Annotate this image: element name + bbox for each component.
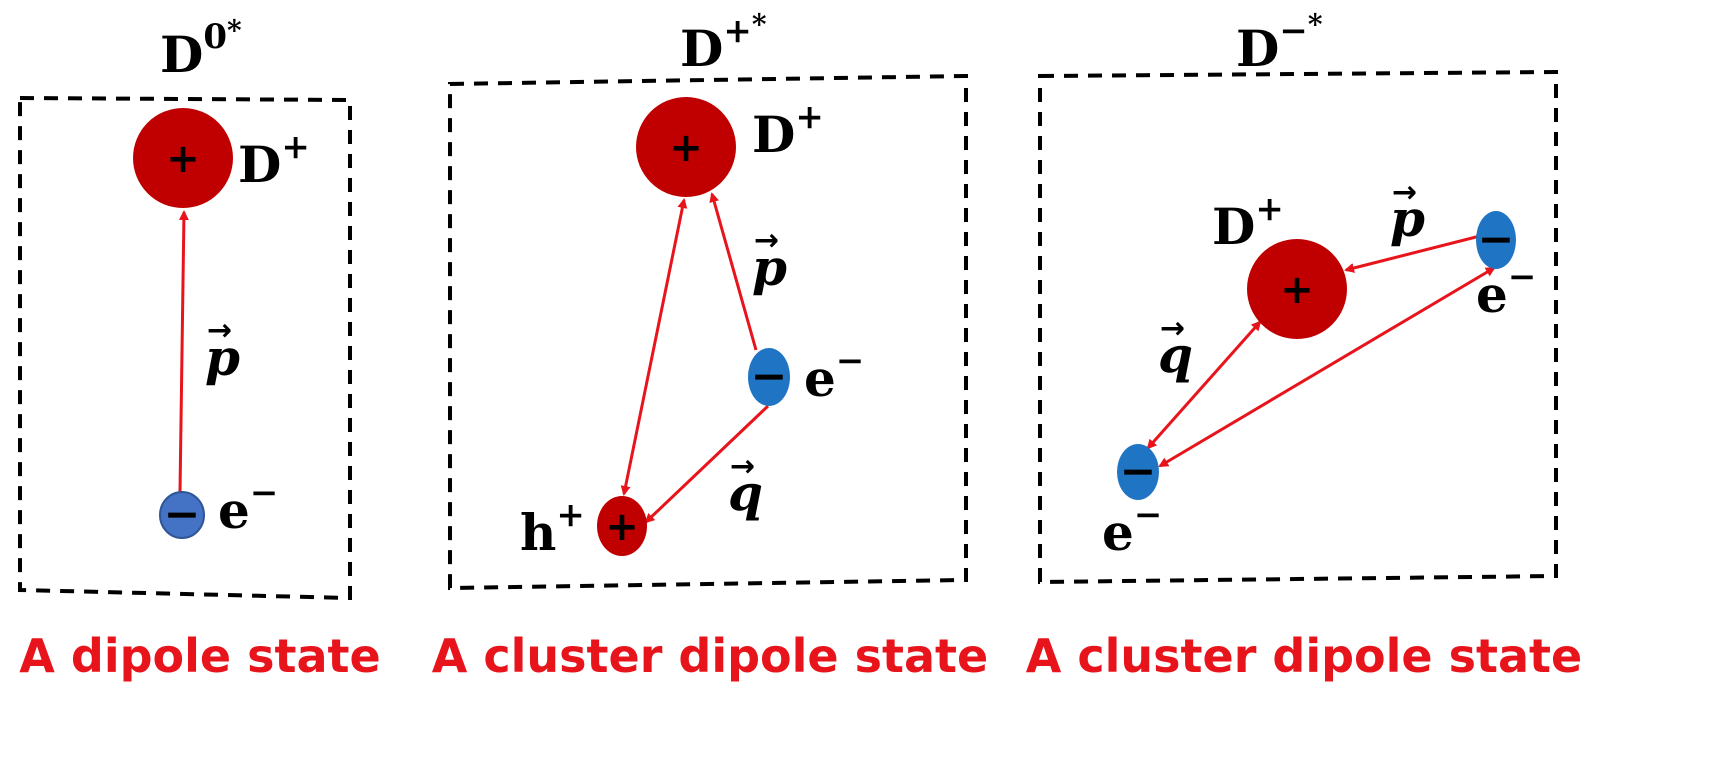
donor-label: D+ [752,97,824,164]
vector-electron-electron-arrow [1158,266,1496,468]
panel-1-title: D0* [160,14,242,84]
vector-q-label: q [728,463,763,522]
plus-sign: + [166,136,200,182]
electron [159,491,205,539]
electron-label: e− [218,473,278,540]
panel-cluster-dipole-state-negative: D−* + D+ − e− − e− p → q → A cluster dip… [1026,8,1582,683]
donor-label: D+ [1212,189,1284,256]
electron [1476,211,1516,269]
vector-p-arrow [709,192,758,351]
donor-ion [636,97,736,197]
vector-p-arrow-glyph: → [207,313,232,348]
electron-label: e− [1476,257,1536,324]
panel-dipole-state: D0* + D+ − e− p → A dipole state [18,14,381,683]
electron-label: e− [1102,495,1162,562]
panel-2-frame [448,73,968,591]
vector-p-label: p [1390,189,1425,248]
electron [1117,444,1159,500]
panel-3-caption: A cluster dipole state [1026,629,1582,683]
vector-p-label: p [205,328,240,387]
donor-ion [1247,239,1347,339]
panel-cluster-dipole-state-positive: D+* + D+ − e− + h+ p → q → A cluster dip… [432,8,988,683]
plus-sign: + [669,125,703,171]
panel-1-frame [18,95,352,601]
vector-q-arrow-glyph: → [1160,311,1185,346]
donor-ion [133,108,233,208]
minus-sign: − [1120,446,1157,497]
vector-p-arrow-glyph: → [1392,175,1417,210]
panel-2-caption: A cluster dipole state [432,629,988,683]
vector-q-label: q [1158,325,1193,384]
plus-sign: + [1280,267,1314,313]
vector-q-arrow [644,404,770,524]
hole [597,496,647,556]
minus-sign: − [1478,214,1515,265]
panel-1-caption: A dipole state [19,629,380,683]
vector-hole-arrow [620,198,688,496]
electron [748,348,790,406]
panel-3-frame [1038,69,1558,585]
donor-label: D+ [238,127,310,194]
vector-p-label: p [752,238,787,297]
plus-sign: + [605,504,639,550]
vector-p-arrow [1344,234,1481,273]
minus-sign: − [164,489,201,540]
panel-3-title: D−* [1236,8,1323,78]
vector-p-arrow [178,210,189,493]
electron-label: e− [804,341,864,408]
minus-sign: − [751,351,788,402]
panel-2-title: D+* [680,8,767,78]
vector-q-arrow-glyph: → [730,449,755,484]
hole-label: h+ [520,495,585,562]
vector-p-arrow-glyph: → [754,223,779,258]
